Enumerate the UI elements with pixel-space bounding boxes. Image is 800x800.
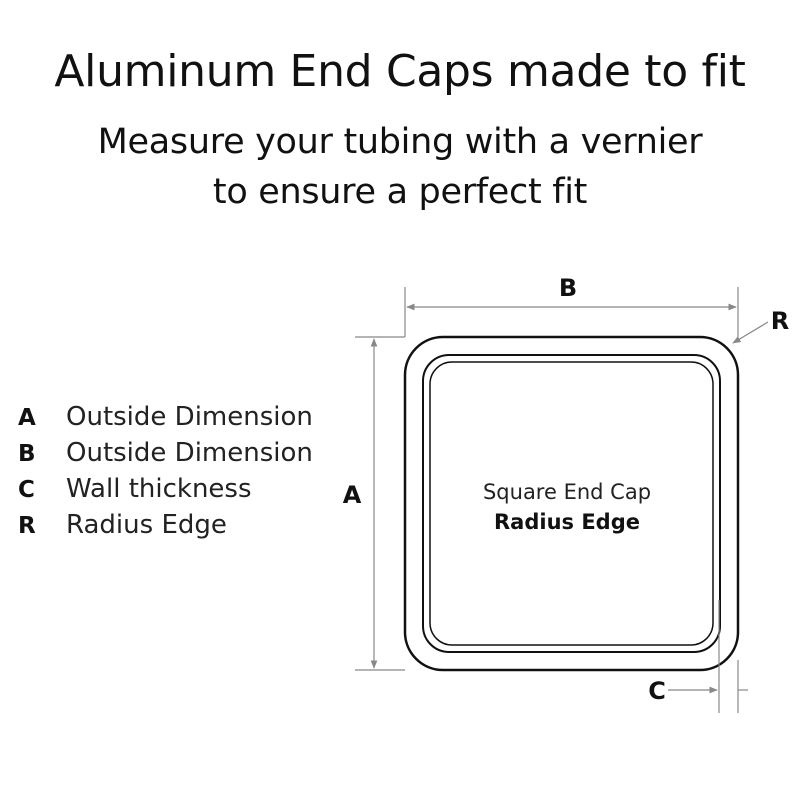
legend-item-c: C Wall thickness xyxy=(18,474,313,510)
page-title: Aluminum End Caps made to fit xyxy=(54,46,746,97)
center-caption-line-2: Radius Edge xyxy=(494,510,640,534)
inner-wall-outline-2 xyxy=(429,361,714,646)
legend-key: A xyxy=(18,405,36,431)
subtitle-line-2: to ensure a perfect fit xyxy=(212,172,588,212)
label-c: C xyxy=(648,677,666,705)
legend-key: B xyxy=(18,441,36,467)
legend-item-b: B Outside Dimension xyxy=(18,438,313,474)
legend-key: C xyxy=(18,477,35,503)
legend-text: Wall thickness xyxy=(66,474,252,504)
legend-key: R xyxy=(18,513,36,539)
legend-text: Radius Edge xyxy=(66,510,227,540)
outer-square-outline xyxy=(403,335,740,672)
label-a: A xyxy=(343,481,362,509)
legend-item-r: R Radius Edge xyxy=(18,510,313,546)
legend-item-a: A Outside Dimension xyxy=(18,402,313,438)
inner-wall-outline xyxy=(422,354,721,653)
center-caption-line-1: Square End Cap xyxy=(483,480,651,504)
subtitle-line-1: Measure your tubing with a vernier xyxy=(97,122,703,162)
dimension-legend: A Outside Dimension B Outside Dimension … xyxy=(18,402,313,546)
label-r: R xyxy=(771,307,789,335)
legend-text: Outside Dimension xyxy=(66,438,313,468)
legend-text: Outside Dimension xyxy=(66,402,313,432)
r-leader-line xyxy=(732,321,769,344)
label-b: B xyxy=(559,274,577,302)
